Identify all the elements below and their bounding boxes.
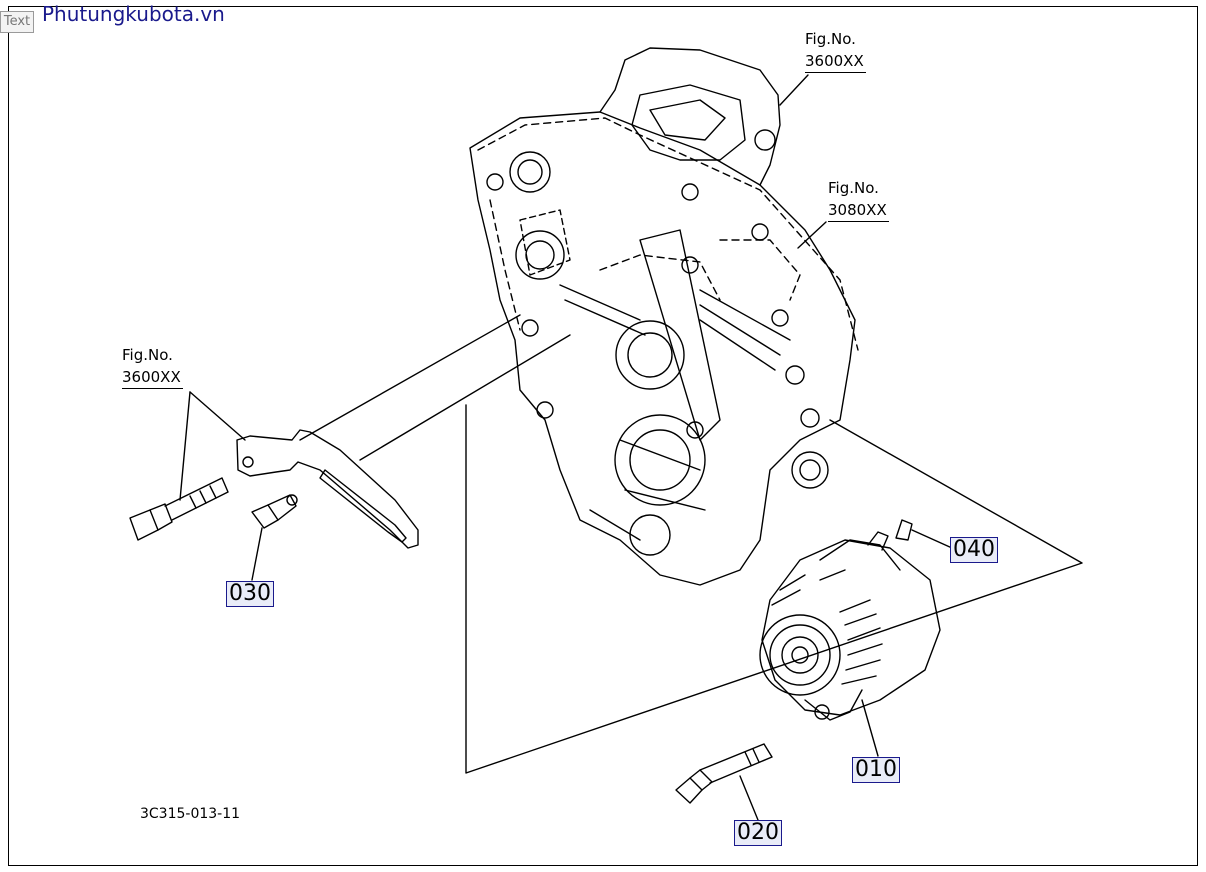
drawing-code: 3C315-013-11 bbox=[140, 806, 241, 822]
figure-ref-number: 3080XX bbox=[828, 199, 889, 222]
alternator-bracket-part bbox=[236, 429, 419, 549]
figure-ref-3080xx: Fig.No. 3080XX bbox=[828, 177, 889, 222]
text-tag-button[interactable]: Text bbox=[0, 11, 34, 33]
figure-ref-number: 3600XX bbox=[122, 366, 183, 389]
site-title: Phutungkubota.vn bbox=[42, 2, 225, 26]
flange-bolt-030-part bbox=[251, 494, 298, 529]
figure-ref-3600xx-top: Fig.No. 3600XX bbox=[805, 28, 866, 73]
gear-case-part bbox=[469, 47, 856, 586]
callout-010[interactable]: 010 bbox=[852, 757, 900, 783]
bolt-020-part bbox=[675, 743, 773, 804]
callout-020[interactable]: 020 bbox=[734, 820, 782, 846]
figure-ref-label: Fig.No. bbox=[122, 346, 173, 364]
alternator-010-part bbox=[759, 519, 941, 721]
bolt-part bbox=[129, 477, 229, 541]
callout-030[interactable]: 030 bbox=[226, 581, 274, 607]
figure-ref-number: 3600XX bbox=[805, 50, 866, 73]
figure-ref-3600xx-left: Fig.No. 3600XX bbox=[122, 344, 183, 389]
figure-ref-label: Fig.No. bbox=[828, 179, 879, 197]
callout-040[interactable]: 040 bbox=[950, 537, 998, 563]
figure-ref-label: Fig.No. bbox=[805, 30, 856, 48]
frame-top-edge bbox=[36, 6, 1198, 7]
